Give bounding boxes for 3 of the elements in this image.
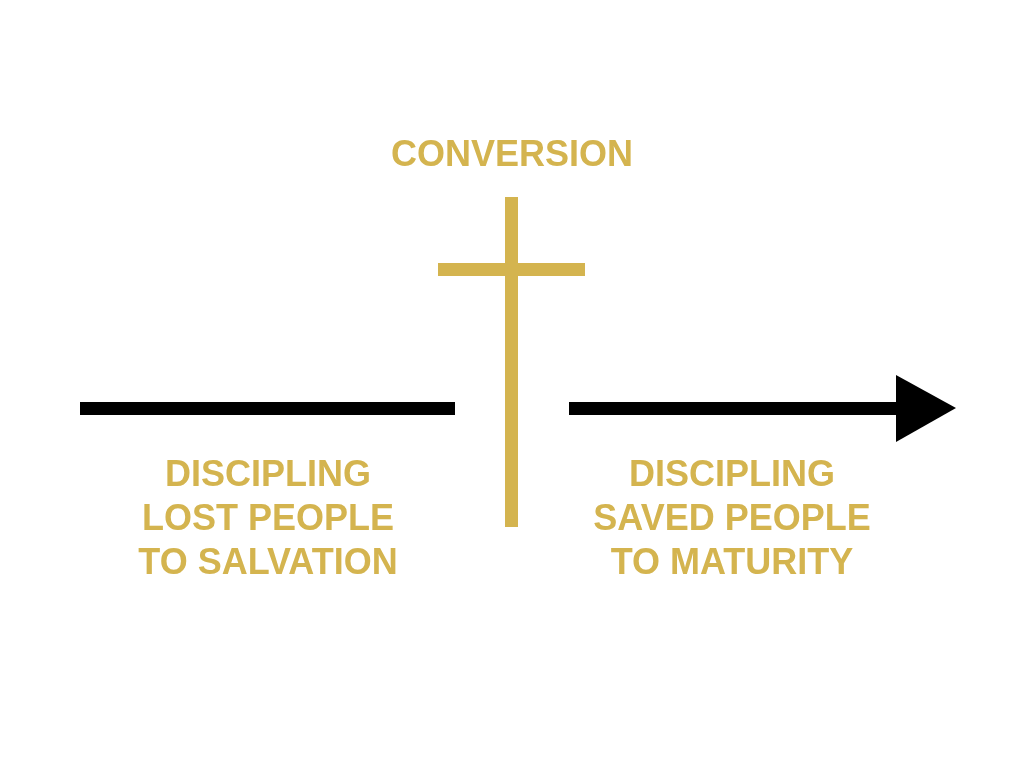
phase-label: DISCIPLING LOST PEOPLE TO SALVATION — [137, 452, 399, 584]
heading-label: CONVERSION — [389, 132, 634, 176]
phase-label: DISCIPLING SAVED PEOPLE TO MATURITY — [592, 452, 872, 584]
